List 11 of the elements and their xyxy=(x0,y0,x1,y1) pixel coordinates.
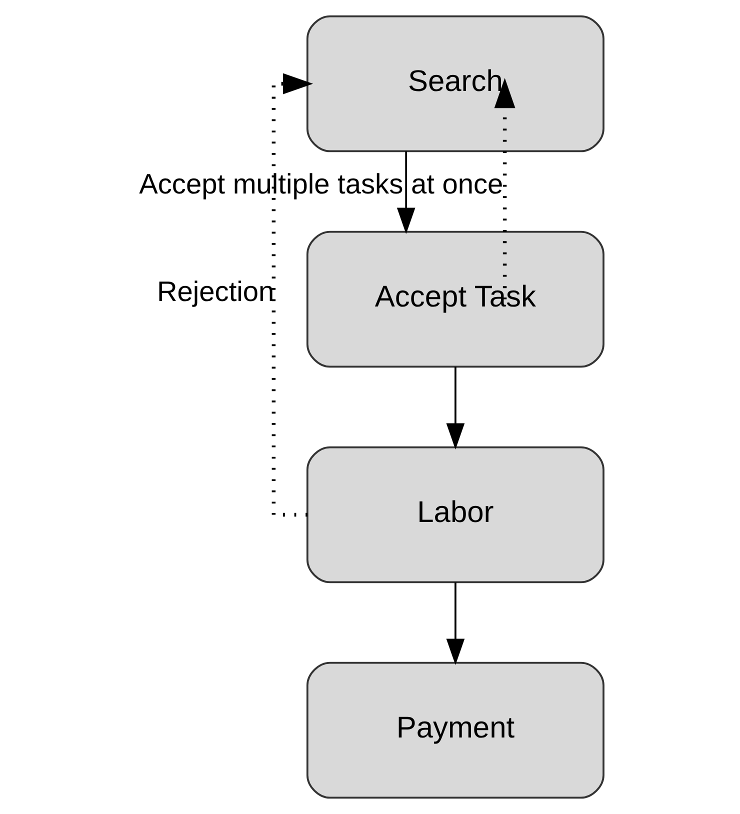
arrow xyxy=(396,151,415,234)
arrow xyxy=(494,78,515,300)
edge-label: Accept multiple tasks at once xyxy=(138,168,503,200)
arrow xyxy=(446,366,464,450)
node-box: Search xyxy=(306,15,604,152)
node-box: Accept Task xyxy=(306,230,604,368)
edge-label: Rejection xyxy=(156,276,274,308)
node-box: Labor xyxy=(306,446,604,584)
arrow xyxy=(446,582,464,665)
node-box: Payment xyxy=(306,662,604,799)
arrow xyxy=(271,73,313,517)
